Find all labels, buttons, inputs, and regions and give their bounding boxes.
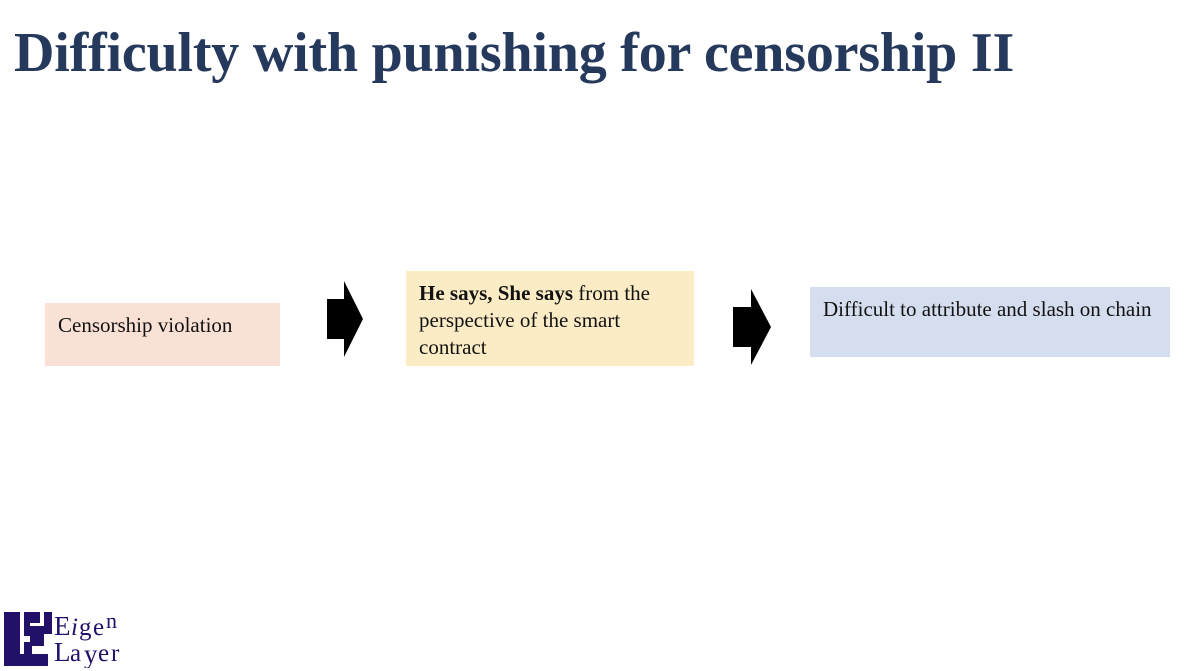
- eigenlayer-logo: E i g e n L a y e r: [4, 610, 149, 668]
- svg-text:e: e: [98, 640, 109, 667]
- right-block-arrow-icon: [325, 281, 363, 357]
- flow-step-censorship-violation: Censorship violation: [45, 303, 280, 366]
- eigenlayer-mark-icon: [4, 612, 52, 666]
- flow-step-he-says-she-says-lead: He says, She says: [419, 281, 574, 305]
- svg-text:e: e: [93, 614, 104, 641]
- flow-step-he-says-she-says: He says, She says from the perspective o…: [406, 271, 694, 366]
- svg-text:y: y: [84, 639, 98, 668]
- svg-text:g: g: [79, 614, 92, 641]
- svg-text:r: r: [111, 640, 120, 667]
- flow-step-he-says-she-says-rest: from the perspective of the smart contra…: [419, 281, 651, 359]
- flow-step-difficult-to-attribute: Difficult to attribute and slash on chai…: [810, 287, 1170, 357]
- flow-step-censorship-violation-label: Censorship violation: [58, 313, 233, 337]
- eigenlayer-wordmark: E i g e n L a y e r: [54, 610, 149, 668]
- svg-text:E: E: [54, 611, 71, 641]
- svg-text:a: a: [70, 640, 81, 667]
- page-title: Difficulty with punishing for censorship…: [14, 22, 1015, 84]
- svg-text:L: L: [54, 637, 71, 667]
- right-block-arrow-icon: [731, 289, 771, 365]
- svg-text:i: i: [71, 614, 78, 641]
- flow-step-difficult-to-attribute-label: Difficult to attribute and slash on chai…: [823, 297, 1152, 321]
- svg-text:n: n: [106, 610, 117, 633]
